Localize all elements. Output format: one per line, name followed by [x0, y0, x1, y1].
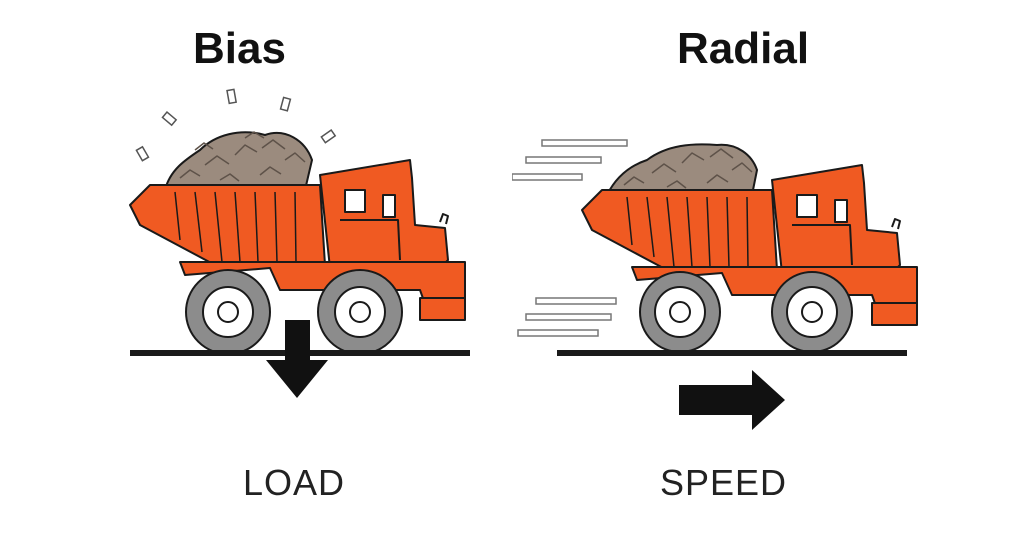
cab-window-side [834, 199, 848, 223]
cab-window-side [382, 194, 396, 218]
rock-load [606, 143, 758, 196]
radial-title: Radial [677, 24, 810, 73]
vibration-marks [135, 88, 337, 162]
arrow-down-icon [266, 320, 328, 398]
dump-truck-icon [581, 143, 918, 353]
speed-lines [512, 139, 628, 337]
front-wheel [771, 271, 853, 353]
speed-caption: SPEED [660, 462, 788, 503]
radial-scene [512, 139, 918, 430]
cab-window [344, 189, 366, 213]
radial-panel: Radial [512, 0, 1024, 547]
rear-wheel [185, 269, 271, 355]
bias-title: Bias [193, 24, 286, 73]
dump-truck-icon [129, 131, 466, 355]
arrow-right-icon [679, 370, 785, 430]
rear-wheel [639, 271, 721, 353]
bias-scene [129, 88, 470, 398]
cab-window [796, 194, 818, 218]
rock-load [164, 131, 313, 191]
front-wheel [317, 269, 403, 355]
bias-panel: Bias [129, 24, 470, 503]
ground-line [557, 350, 907, 356]
load-caption: LOAD [243, 462, 346, 503]
